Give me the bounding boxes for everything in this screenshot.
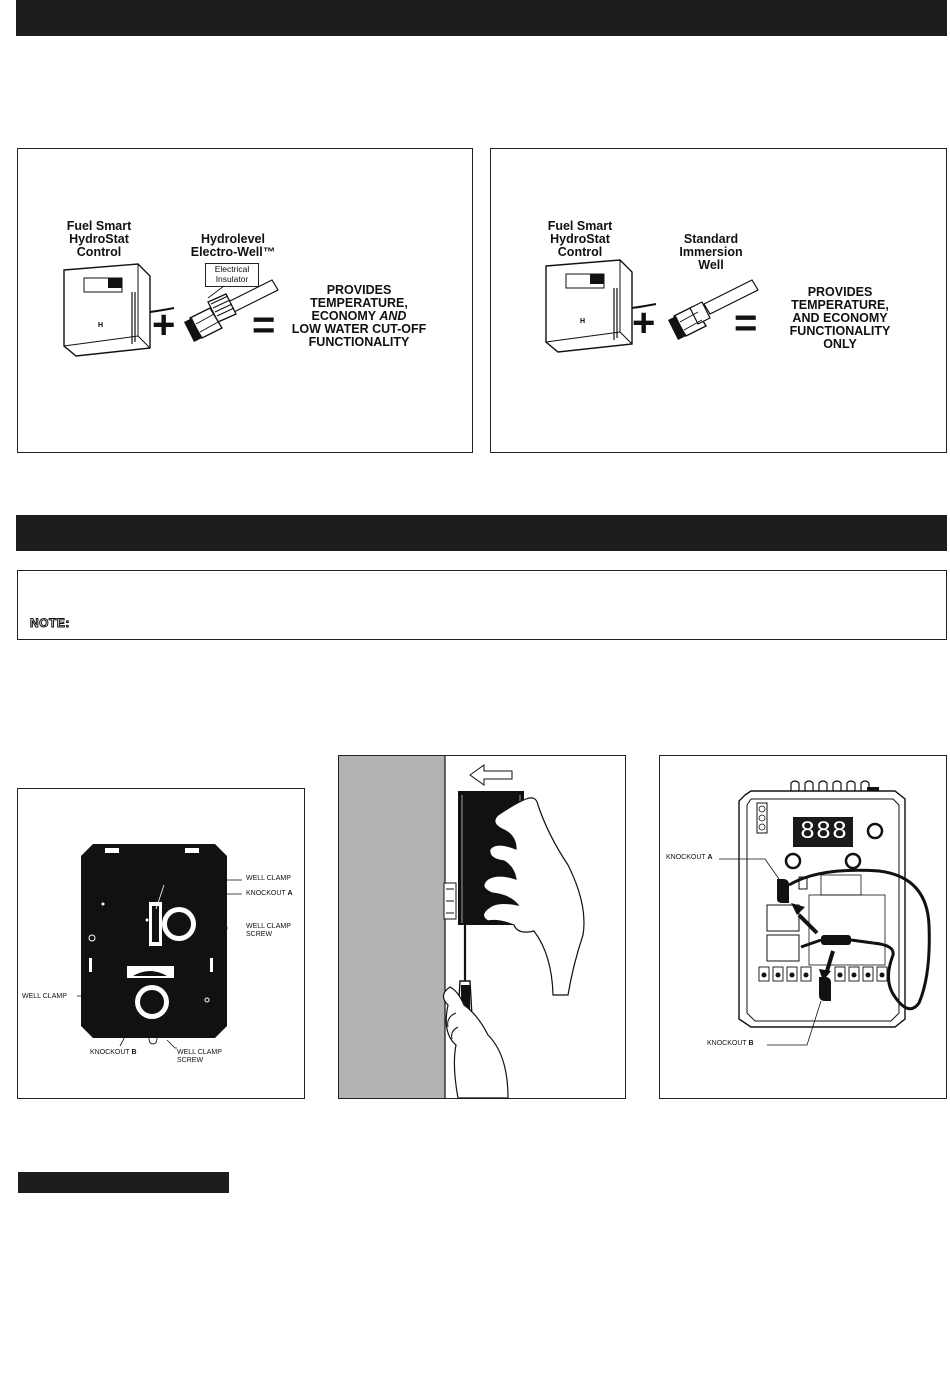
svg-text:H: H (580, 318, 585, 325)
subsection-header-bar (18, 1172, 229, 1193)
plus-sign-left: + (152, 303, 176, 347)
note-box (17, 570, 947, 640)
back-plate-illustration (77, 844, 242, 1049)
result-text-left: PROVIDES TEMPERATURE, ECONOMY AND LOW WA… (291, 283, 427, 349)
electro-well-illustration (184, 279, 279, 342)
equals-sign-right: = (734, 301, 758, 345)
equals-sign-left: = (252, 303, 276, 347)
control-label-right: Fuel Smart HydroStat Control (547, 219, 613, 259)
section-header-bar-1 (16, 0, 947, 36)
insulator-label: Electrical Insulator (205, 263, 259, 287)
plus-sign-right: + (632, 301, 656, 345)
control-label-left: Fuel Smart HydroStat Control (66, 219, 132, 259)
board-display-digits: 888 (799, 817, 848, 846)
label-knockout-b-back: KNOCKOUT B (90, 1049, 137, 1056)
svg-text:H: H (98, 322, 103, 329)
label-well-clamp-screw-top: WELL CLAMP SCREW (246, 923, 291, 938)
label-knockout-a-back: KNOCKOUT A (246, 890, 293, 897)
section-header-bar-2 (16, 515, 947, 551)
label-well-clamp-screw-bottom: WELL CLAMP SCREW (177, 1049, 222, 1064)
electro-well-label: Hydrolevel Electro-Well™ (190, 232, 276, 259)
result-emphasis-and: AND (379, 309, 407, 323)
standard-well-label: Standard Immersion Well (679, 232, 743, 272)
hydrostat-control-illustration-right: H (545, 259, 657, 353)
hydrostat-control-illustration-left: H (63, 263, 175, 357)
note-label: NOTE: (30, 616, 70, 631)
remove-cover-illustration (339, 756, 585, 1099)
label-well-clamp-top: WELL CLAMP (246, 875, 291, 882)
circuit-board-illustration (719, 780, 931, 1046)
label-knockout-a-board: KNOCKOUT A (666, 854, 713, 861)
label-well-clamp-left: WELL CLAMP (22, 993, 67, 1000)
result-text-right: PROVIDES TEMPERATURE, AND ECONOMY FUNCTI… (789, 285, 891, 351)
label-knockout-b-board: KNOCKOUT B (707, 1040, 754, 1047)
immersion-well-illustration (668, 279, 759, 340)
